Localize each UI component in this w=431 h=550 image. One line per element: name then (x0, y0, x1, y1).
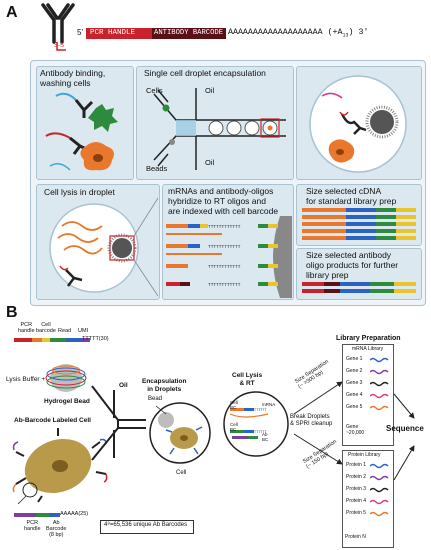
protein-item-label: Protein 2 (346, 474, 367, 480)
svg-text:TTTTTT: TTTTTT (254, 431, 267, 435)
box2-cells-label: Cells (146, 86, 163, 95)
pcr-handle-segment (86, 28, 152, 39)
gene-item-label: Gene 4 (346, 392, 363, 398)
gene-item-wave (370, 357, 389, 363)
box1-title: Antibody binding, washing cells (40, 68, 106, 88)
ab-labeled-cell-illustration (12, 428, 108, 504)
break-droplets-label: Break Droplets & SPRI cleanup (290, 414, 333, 427)
protein-item-label: Protein 1 (346, 462, 367, 468)
lysis-cell-bc-1: Cell BC (230, 400, 238, 410)
unique-barcodes-box (100, 520, 194, 534)
microfluidic-chip-illustration (153, 88, 286, 170)
box7-title: Size selected antibody oligo products fo… (306, 250, 399, 280)
lysis-ab-bc: Ab BC (262, 432, 269, 442)
droplet-zoom-illustration (309, 75, 407, 173)
protein-last: Protein N (345, 534, 366, 540)
oligo-read-label: Read (58, 328, 72, 334)
box5-title: mRNAs and antibody-oligos hybridize to R… (168, 186, 279, 216)
gene-item-label: Gene 2 (346, 368, 363, 374)
cdna-products (302, 208, 416, 240)
box4-title: Cell lysis in droplet (44, 187, 115, 197)
svg-text:TTTTTTTTTTTT: TTTTTTTTTTTT (208, 224, 241, 230)
gene-item-label: Gene 3 (346, 380, 363, 386)
antibody-barcode-segment (152, 28, 226, 39)
gene-item-wave (370, 405, 389, 411)
pcr-handle-label: PCR HANDLE (90, 29, 136, 37)
unique-barcodes-label: 4⁸=65,536 unique Ab Barcodes (104, 522, 188, 528)
sequence-label: Sequence (386, 424, 424, 433)
hydrogel-bead-icon (45, 364, 87, 392)
separation-arrows (293, 381, 343, 465)
oil-label: Oil (119, 382, 128, 389)
svg-text:TTTTTTTTTTTT: TTTTTTTTTTTT (208, 282, 241, 288)
protein-item-wave (370, 487, 389, 493)
cells-antibody-illustration (45, 92, 118, 171)
box2-title: Single cell droplet encapsulation (144, 68, 266, 78)
box2-oil-bottom: Oil (205, 158, 215, 167)
gene-item-wave (370, 381, 389, 387)
protein-item-wave (370, 475, 389, 481)
lysis-cell-bc-2: Cell BC (230, 422, 238, 432)
mrna-library-label: mRNA Library (352, 346, 384, 352)
svg-text:TTTTTTTTTTTT: TTTTTTTTTTTT (208, 244, 241, 250)
gene-item-wave (370, 393, 389, 399)
protein-item-label: Protein 3 (346, 486, 367, 492)
protein-library-label: Protein Library (348, 452, 381, 458)
bottom-oligo-bar (14, 513, 60, 517)
protein-library-box (342, 450, 394, 548)
cell-label: Cell (176, 470, 187, 476)
antibody-barcode-label: ANTIBODY BARCODE (154, 29, 224, 37)
lysis-buffer-label: Lysis Buffer + (6, 376, 46, 383)
antibody-oligo-products (302, 282, 416, 293)
panel-a-label: A (6, 4, 18, 21)
gene-item-label: Gene 5 (346, 404, 363, 410)
sequence-arrows (393, 393, 415, 481)
bottom-oligo-ab-barcode: Ab Barcode (8 bp) (46, 520, 67, 538)
protein-item-wave (370, 511, 389, 517)
protein-item-label: Protein 4 (346, 498, 367, 504)
library-prep-title: Library Preparation (336, 335, 401, 342)
gene-item-label: Gene 1 (346, 356, 363, 362)
box2-oil-top: Oil (205, 86, 215, 95)
construct-5prime: 5' (77, 28, 83, 37)
encapsulation-channel (91, 385, 146, 461)
svg-text:TTTTTTTTTTTT: TTTTTTTTTTTT (208, 264, 241, 270)
bottom-oligo-pcr-handle: PCR handle (24, 520, 41, 532)
oligo-cell-barcode-label: Cell barcode (36, 322, 56, 334)
svg-text:TTTTTT: TTTTTT (254, 409, 267, 413)
oligo-pcr-handle-label: PCR handle (18, 322, 35, 334)
ab-cell-label: Ab-Barcode Labeled Cell (14, 417, 91, 424)
gene-item-wave (370, 369, 389, 375)
encapsulation-label: Encapsulation in Droplets (142, 378, 187, 393)
oligo-umi-label: UMI (78, 328, 89, 334)
box6-title: Size selected cDNA for standard library … (306, 186, 397, 206)
protein-item-label: Protein 5 (346, 510, 367, 516)
lysis-mrna-label: mRNA (262, 402, 276, 407)
ss-label: S-S (54, 43, 65, 49)
panel-b-label: B (6, 304, 18, 321)
encapsulation-droplet (149, 402, 211, 464)
gene-last: Gene ~20,000 (346, 424, 365, 436)
protein-item-wave (370, 499, 389, 505)
hydrogel-bead-label: Hydrogel Bead (44, 398, 90, 405)
top-oligo-bar (14, 338, 90, 342)
polya-tail: AAAAAAAAAAAAAAAAAAA (+A13) 3' (228, 28, 369, 39)
cell-lysis-droplet: TTTTTT TTTTTT (223, 391, 289, 457)
bead-label: Bead (148, 396, 163, 402)
box2-beads-label: Beads (146, 164, 168, 173)
oligo-polyt-label: TTTTT(30) (82, 336, 109, 342)
box-hybridize (162, 184, 294, 300)
cell-lysis-label: Cell Lysis & RT (232, 372, 263, 387)
antibody-icon (41, 3, 75, 51)
rt-oligo-illustration: TTTTTTTTTTTT TTTTTTTTTTTT TTTTTTTTTTTT T… (166, 216, 292, 298)
lysis-droplet-illustration (49, 197, 158, 297)
bottom-oligo-polya: AAAAA(25) (60, 511, 89, 517)
protein-item-wave (370, 463, 389, 469)
